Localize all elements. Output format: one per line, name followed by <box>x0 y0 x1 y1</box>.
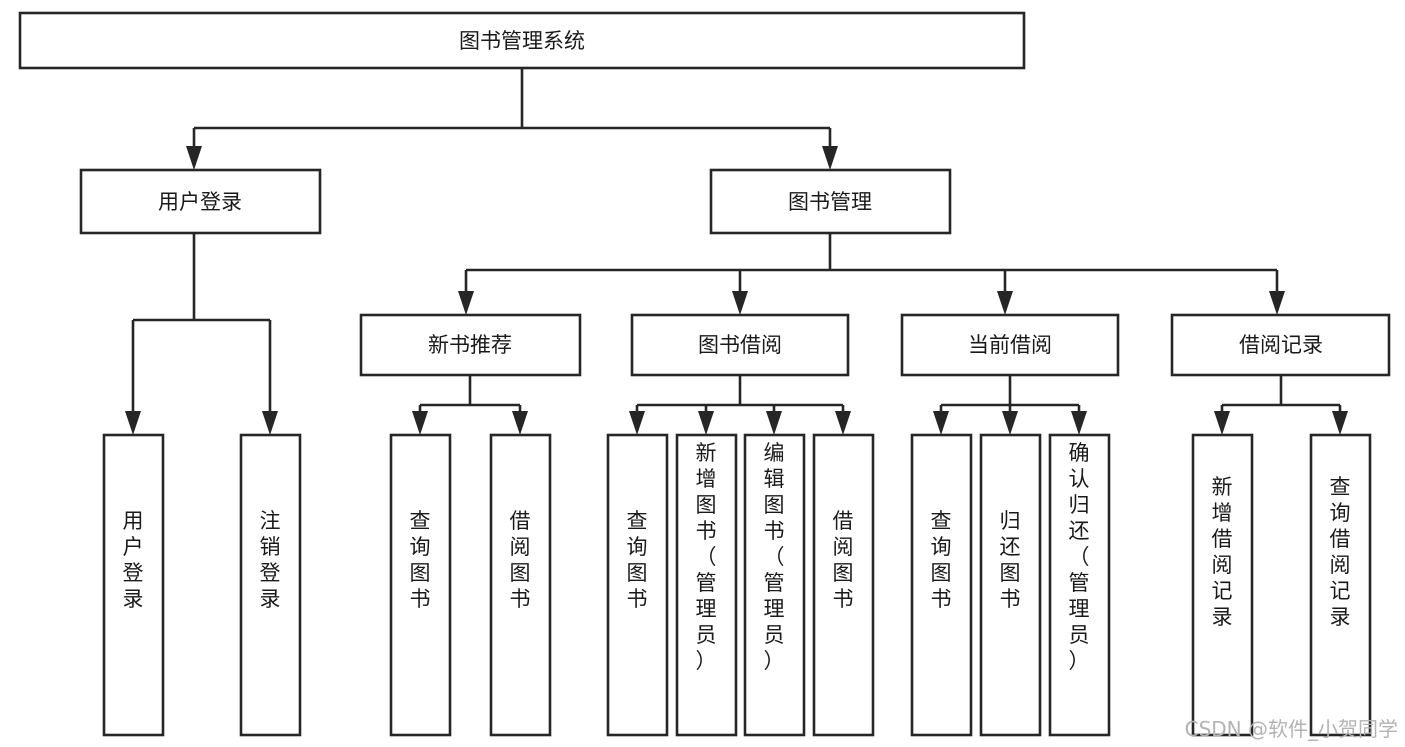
leaf-node[interactable]: 查询图书 <box>389 433 452 737</box>
node-book-borrow-label: 图书借阅 <box>698 333 782 357</box>
node-new-book-recommend[interactable]: 新书推荐 <box>359 313 582 377</box>
arrow-head-leaf-return-book <box>1002 411 1018 435</box>
arrow-head-leaf-query-record <box>1332 411 1348 435</box>
leaf-rect[interactable] <box>1309 433 1372 737</box>
leaf-label: 新增借阅记录 <box>1212 475 1233 629</box>
arrow-head-leaf-borrow-book-1 <box>512 411 528 435</box>
node-title-rect[interactable] <box>18 11 1026 70</box>
connector-group-borrow-record <box>1214 375 1348 435</box>
node-user-login-rect[interactable] <box>79 168 322 235</box>
leaf-label: 查询图书 <box>410 509 431 611</box>
node-borrow-record-label: 借阅记录 <box>1239 333 1323 357</box>
arrow-head-leaf-edit-book <box>766 411 782 435</box>
leaf-node[interactable]: 借阅图书 <box>812 433 875 737</box>
leaf-label: 新增图书（管理员） <box>696 441 717 673</box>
arrow-head-leaf-logout <box>262 411 278 435</box>
leaf-node[interactable]: 查询图书 <box>910 433 973 737</box>
leaf-node[interactable]: 确认归还（管理员） <box>1048 433 1111 737</box>
leaf-rect[interactable] <box>979 433 1042 737</box>
connector-group-root <box>186 68 838 170</box>
leaf-label: 借阅图书 <box>833 509 854 611</box>
node-current-borrow[interactable]: 当前借阅 <box>900 313 1120 377</box>
arrow-head-leaf-query-book-3 <box>933 411 949 435</box>
leaf-label: 确认归还（管理员） <box>1069 441 1090 673</box>
leaf-rect[interactable] <box>606 433 669 737</box>
leaf-label: 查询图书 <box>627 509 648 611</box>
arrow-head-leaf-add-book <box>698 411 714 435</box>
leaf-node[interactable]: 新增图书（管理员） <box>675 433 738 737</box>
leaf-node[interactable]: 查询图书 <box>606 433 669 737</box>
connector-group-book-borrow <box>629 375 851 435</box>
arrow-head-book-management <box>822 146 838 170</box>
node-current-borrow-rect[interactable] <box>900 313 1120 377</box>
leaf-rect[interactable] <box>1191 433 1254 737</box>
connector-group-new-book-recommend <box>412 375 528 435</box>
arrow-head-current-borrow <box>997 291 1013 315</box>
arrow-head-user-login <box>186 146 202 170</box>
connector-group-user-login <box>125 233 278 435</box>
leaf-label: 归还图书 <box>1000 509 1021 611</box>
leaf-rect[interactable] <box>489 433 552 737</box>
node-book-management[interactable]: 图书管理 <box>709 168 952 235</box>
leaf-rect[interactable] <box>1048 433 1111 737</box>
node-current-borrow-label: 当前借阅 <box>968 333 1052 357</box>
node-borrow-record-rect[interactable] <box>1170 313 1391 377</box>
arrow-head-leaf-query-book-1 <box>412 411 428 435</box>
leaf-rect[interactable] <box>910 433 973 737</box>
leaf-node[interactable]: 新增借阅记录 <box>1191 433 1254 737</box>
leaf-rect[interactable] <box>389 433 452 737</box>
leaf-rect[interactable] <box>675 433 738 737</box>
node-book-borrow[interactable]: 图书借阅 <box>630 313 850 377</box>
arrow-head-leaf-query-book-2 <box>629 411 645 435</box>
leaf-node[interactable]: 注销登录 <box>239 433 302 737</box>
leaf-label: 用户登录 <box>123 509 144 611</box>
leaf-node[interactable]: 编辑图书（管理员） <box>743 433 806 737</box>
node-book-management-label: 图书管理 <box>788 190 872 214</box>
arrow-head-leaf-add-record <box>1214 411 1230 435</box>
leaf-rect[interactable] <box>239 433 302 737</box>
leaf-rect[interactable] <box>102 433 165 737</box>
node-title-label: 图书管理系统 <box>459 29 585 53</box>
leaf-node[interactable]: 归还图书 <box>979 433 1042 737</box>
leaf-label: 借阅图书 <box>510 509 531 611</box>
leaf-rect[interactable] <box>812 433 875 737</box>
arrow-head-leaf-borrow-book-2 <box>835 411 851 435</box>
leaf-label: 编辑图书（管理员） <box>764 441 785 673</box>
watermark-text: CSDN @软件_小贺同学 <box>1185 717 1398 741</box>
connector-group-book-management <box>458 233 1285 315</box>
leaf-node[interactable]: 借阅图书 <box>489 433 552 737</box>
node-book-borrow-rect[interactable] <box>630 313 850 377</box>
node-user-login[interactable]: 用户登录 <box>79 168 322 235</box>
node-book-management-rect[interactable] <box>709 168 952 235</box>
connector-group-current-borrow <box>933 375 1087 435</box>
arrow-head-new-book-recommend <box>458 291 474 315</box>
leaf-node[interactable]: 查询借阅记录 <box>1309 433 1372 737</box>
node-new-book-recommend-label: 新书推荐 <box>428 333 512 357</box>
leaf-label: 注销登录 <box>260 509 281 611</box>
arrow-head-borrow-record <box>1269 291 1285 315</box>
arrow-head-book-borrow <box>732 291 748 315</box>
arrow-head-leaf-user-login <box>125 411 141 435</box>
node-new-book-recommend-rect[interactable] <box>359 313 582 377</box>
node-title[interactable]: 图书管理系统 <box>18 11 1026 70</box>
node-borrow-record[interactable]: 借阅记录 <box>1170 313 1391 377</box>
node-user-login-label: 用户登录 <box>158 190 242 214</box>
leaf-node[interactable]: 用户登录 <box>102 433 165 737</box>
leaf-rect[interactable] <box>743 433 806 737</box>
arrow-head-leaf-confirm-return <box>1071 411 1087 435</box>
leaf-label: 查询图书 <box>931 509 952 611</box>
leaf-label: 查询借阅记录 <box>1330 475 1351 629</box>
